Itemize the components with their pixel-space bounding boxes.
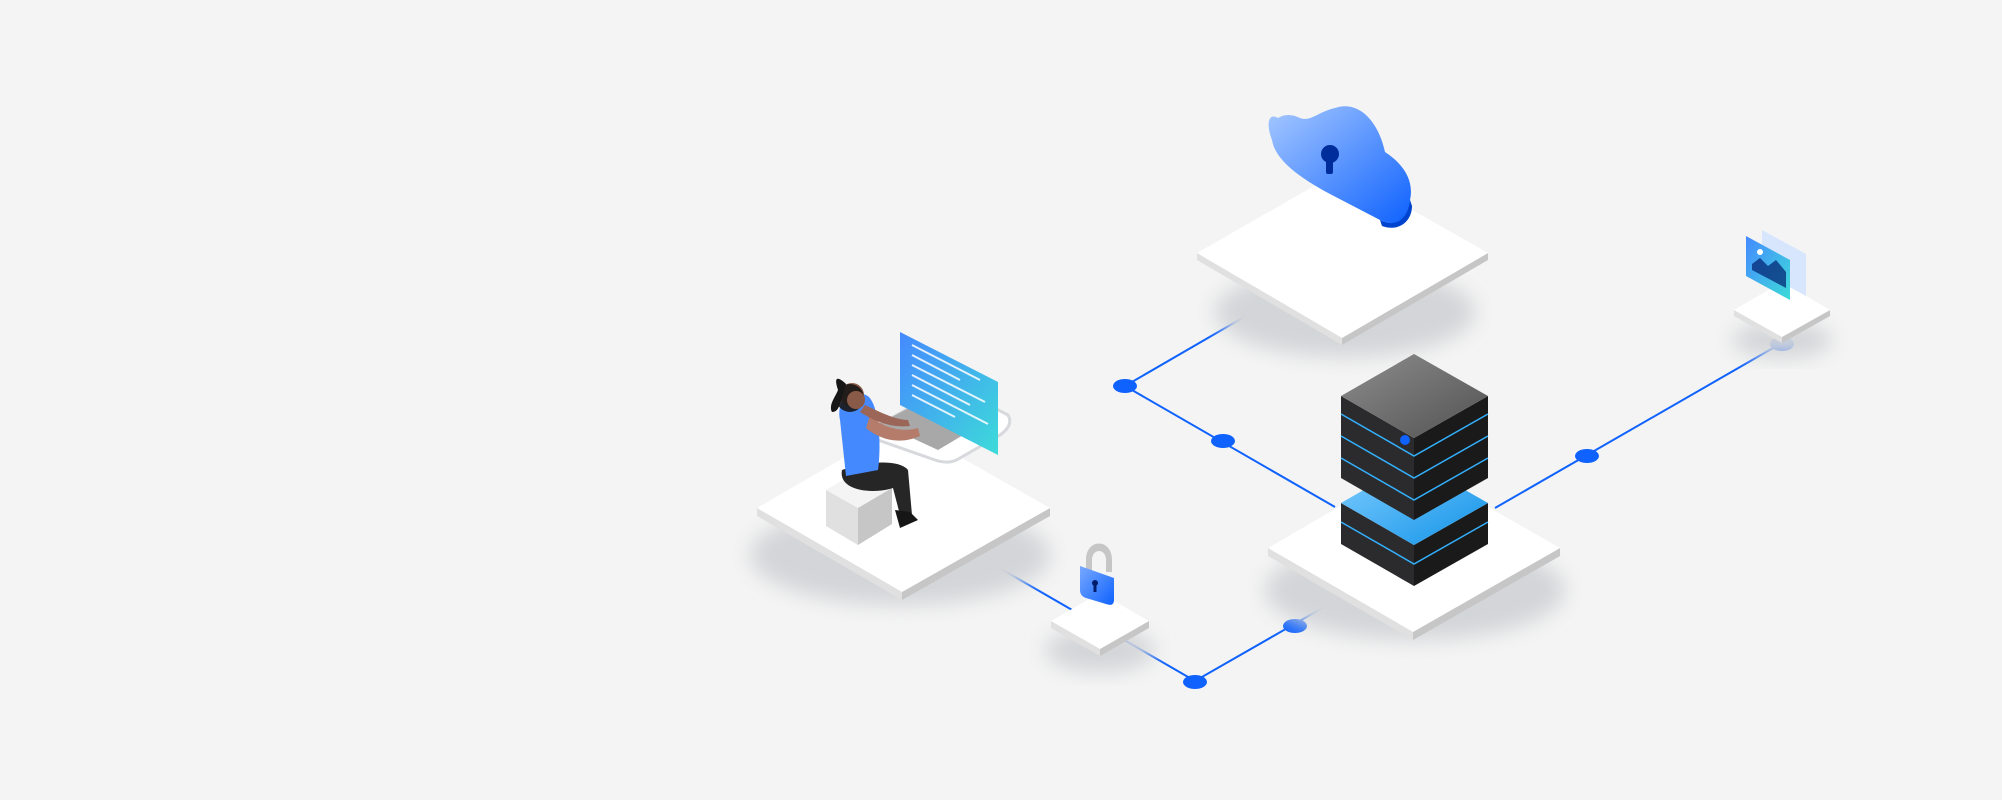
- server-stack-icon: [1340, 354, 1489, 586]
- cloud-platform: [1197, 170, 1488, 357]
- connector-node: [1183, 675, 1207, 689]
- connector-server-to-image: [1494, 343, 1781, 509]
- connector-node: [1211, 434, 1235, 448]
- lock-platform: [1045, 593, 1155, 672]
- connector-node: [1283, 619, 1307, 633]
- cloud-icon: [1268, 106, 1412, 228]
- connector-node: [1113, 379, 1137, 393]
- person-at-computer-icon: [826, 332, 1012, 545]
- image-card-icon: [1746, 230, 1806, 300]
- padlock-icon: [1080, 543, 1114, 605]
- image-platform: [1732, 282, 1832, 358]
- connector-node: [1575, 449, 1599, 463]
